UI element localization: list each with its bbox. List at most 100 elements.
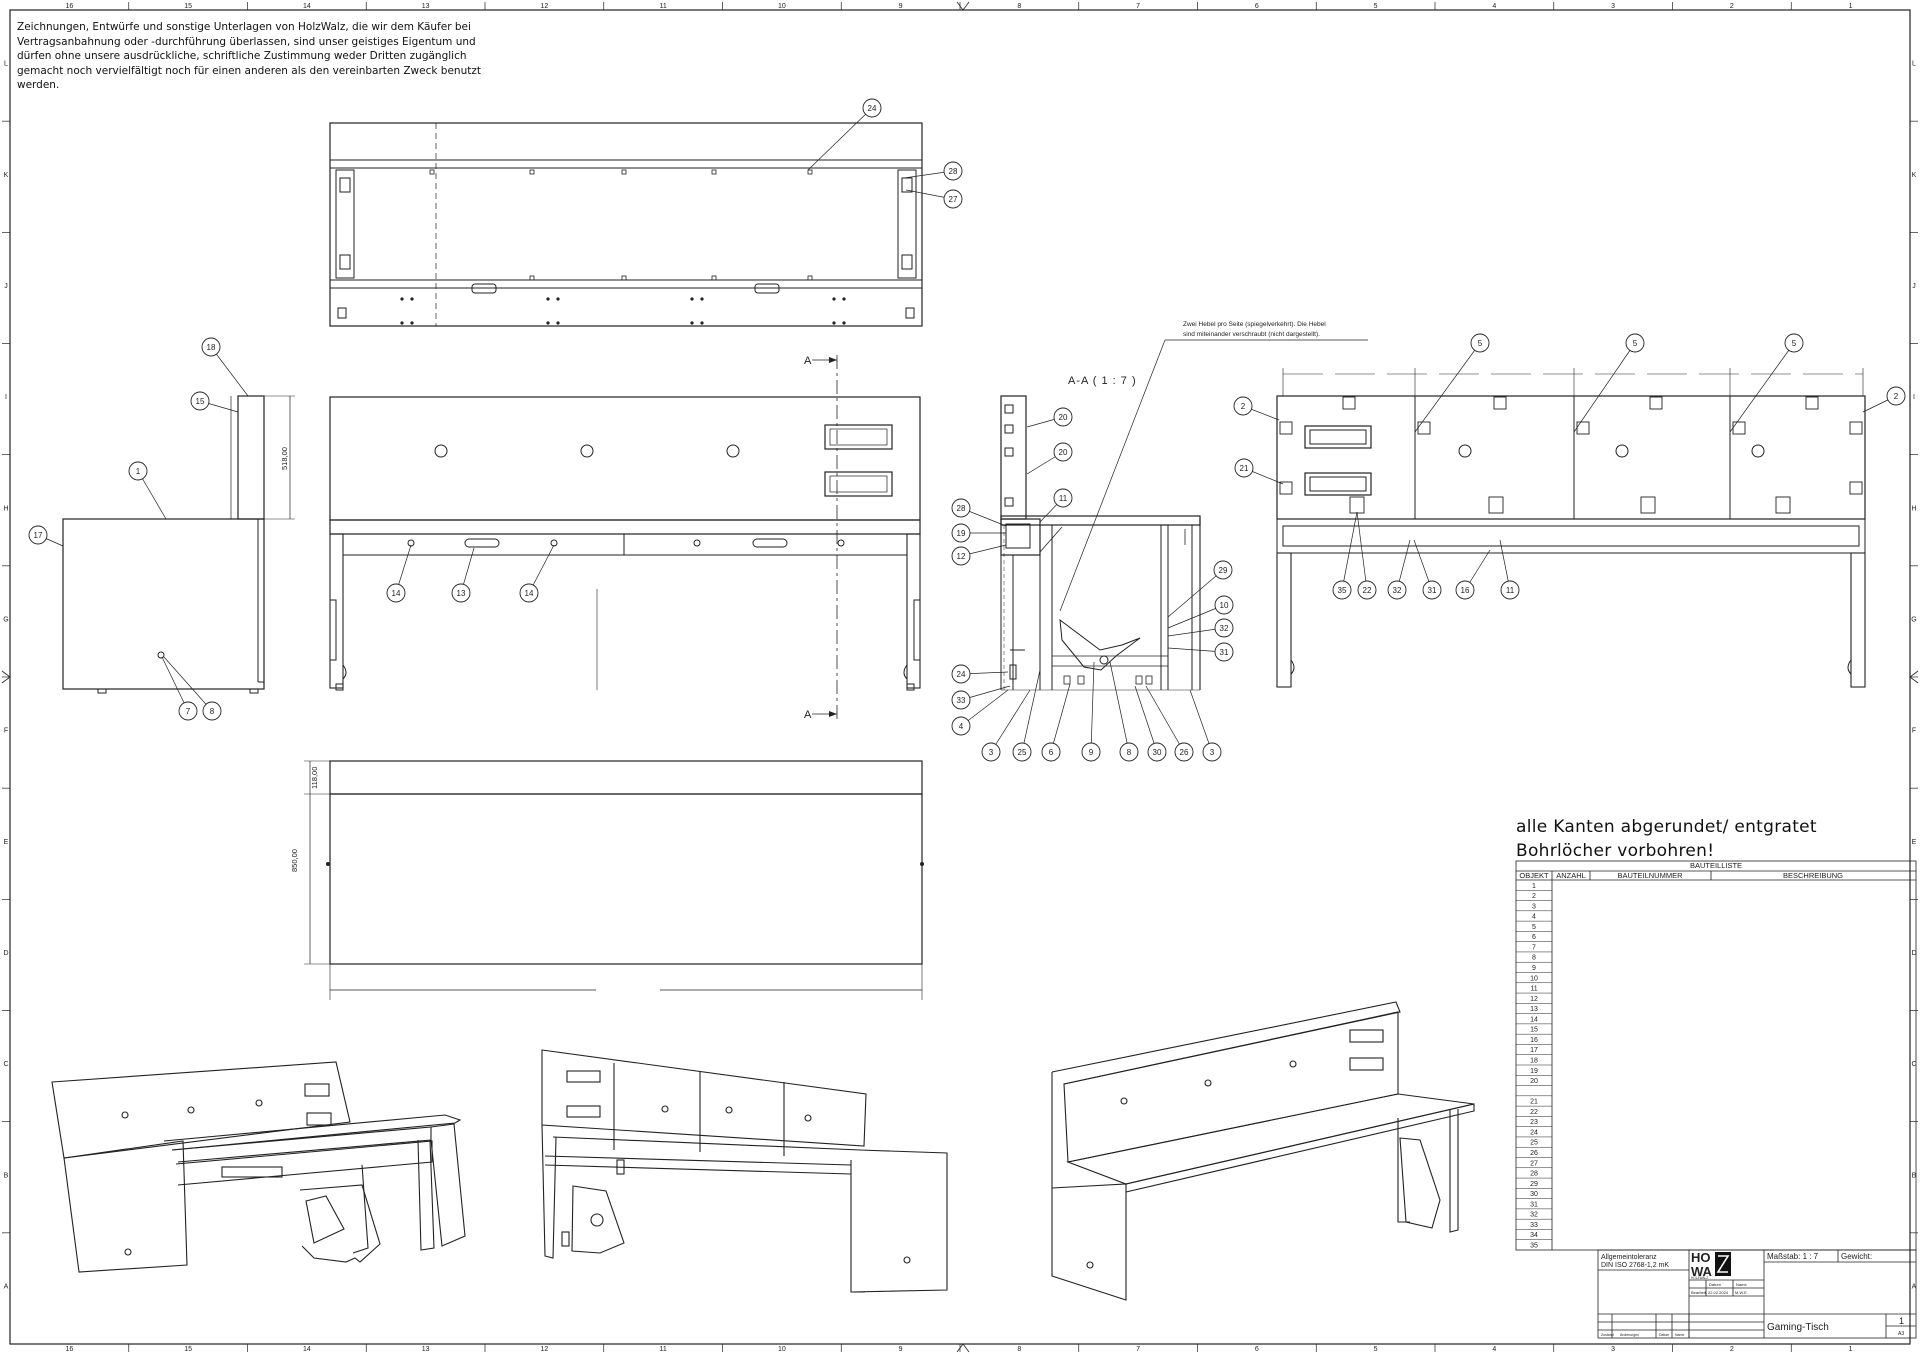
zone-column-number: 4 <box>1492 3 1496 10</box>
zone-column-number: 8 <box>1017 3 1021 10</box>
zone-row-letter: E <box>1912 839 1917 846</box>
zone-column-number: 14 <box>303 1346 311 1353</box>
zone-column-number: 4 <box>1492 1346 1496 1353</box>
sheet-format: A3 <box>1898 1331 1904 1337</box>
item-balloon: 11 <box>1039 488 1073 523</box>
item-balloon: 31 <box>1167 642 1234 662</box>
change-label-date: Datum <box>1659 1333 1669 1337</box>
item-balloon-number: 19 <box>957 529 966 538</box>
zone-row-letter: B <box>1912 1172 1917 1179</box>
section-title: A-A ( 1 : 7 ) <box>1068 375 1137 387</box>
parts-object-number: 20 <box>1530 1078 1538 1085</box>
parts-object-number: 31 <box>1530 1201 1538 1208</box>
dim-top-depth: 118,00 <box>310 767 319 789</box>
parts-object-number: 6 <box>1532 934 1536 941</box>
item-balloon: 9 <box>1081 661 1101 762</box>
disclaimer-line: Vertragsanbahnung oder -durchführung übe… <box>17 35 476 48</box>
zone-row-letter: H <box>1911 505 1916 512</box>
zone-column-number: 5 <box>1374 1346 1378 1353</box>
item-balloon: 28 <box>951 498 1007 527</box>
iso-view-middle <box>541 1049 948 1293</box>
zone-column-number: 11 <box>659 1346 666 1353</box>
zone-row-letter: B <box>4 1172 9 1179</box>
zone-column-number: 15 <box>184 1346 192 1353</box>
item-balloon: 27 <box>905 189 963 209</box>
zone-row-letter: J <box>1912 283 1916 290</box>
item-balloon-number: 14 <box>525 589 534 598</box>
item-balloon: 6 <box>1041 683 1071 762</box>
item-balloon: 20 <box>1026 407 1073 428</box>
change-label-name: Name <box>1675 1333 1684 1337</box>
item-balloon-number: 31 <box>1220 648 1229 657</box>
parts-object-number: 26 <box>1530 1150 1538 1157</box>
zone-column-number: 9 <box>899 1346 903 1353</box>
top-view <box>329 122 923 327</box>
item-balloon-number: 35 <box>1338 586 1347 595</box>
item-balloon-number: 16 <box>1461 586 1470 595</box>
item-balloon-number: 27 <box>949 195 958 204</box>
item-balloon: 35 <box>1332 511 1358 600</box>
item-balloon: 26 <box>1145 685 1194 762</box>
item-balloon-number: 33 <box>957 696 966 705</box>
logo-ho: HO <box>1691 1250 1711 1265</box>
parts-object-number: 35 <box>1530 1243 1538 1250</box>
zone-column-number: 9 <box>899 3 903 10</box>
parts-object-number: 25 <box>1530 1140 1538 1147</box>
zone-row-letter: F <box>1912 728 1916 735</box>
item-balloon: 18 <box>201 337 249 397</box>
item-balloon: 17 <box>28 525 64 547</box>
lever-note-line-2: sind miteinander verschraubt (nicht darg… <box>1183 331 1320 338</box>
item-balloon-number: 24 <box>957 670 966 679</box>
zone-row-letter: D <box>1911 950 1916 957</box>
item-balloon-number: 28 <box>957 504 966 513</box>
drawn-name: M.W.E. <box>1735 1290 1748 1295</box>
parts-object-number: 11 <box>1530 986 1537 993</box>
parts-object-number: 32 <box>1530 1212 1538 1219</box>
sheet-number: 1 <box>1899 1316 1904 1326</box>
zone-row-letter: E <box>4 839 9 846</box>
zone-column-number: 16 <box>65 1346 73 1353</box>
drawn-label: Bearbeit. <box>1691 1290 1707 1295</box>
item-balloon-number: 5 <box>1478 339 1483 348</box>
item-balloon-number: 30 <box>1153 748 1162 757</box>
item-balloon-number: 21 <box>1240 464 1249 473</box>
back-view <box>1276 368 1866 688</box>
zone-column-number: 1 <box>1849 3 1853 10</box>
item-balloon-number: 18 <box>207 343 216 352</box>
item-balloon-number: 22 <box>1363 586 1372 595</box>
section-marker-top: A <box>804 355 812 367</box>
copyright-disclaimer: Zeichnungen, Entwürfe und sonstige Unter… <box>17 20 487 93</box>
item-balloon: 14 <box>386 544 412 603</box>
zone-row-letter: K <box>1912 172 1917 179</box>
item-balloon: 10 <box>1167 595 1234 629</box>
zone-row-letter: G <box>3 616 8 623</box>
parts-object-number: 16 <box>1530 1037 1538 1044</box>
item-balloon-number: 26 <box>1180 748 1189 757</box>
zone-column-number: 10 <box>778 3 786 10</box>
item-balloon-number: 32 <box>1220 624 1229 633</box>
item-balloon-number: 14 <box>392 589 401 598</box>
plan-view <box>304 760 924 1000</box>
zone-row-letter: I <box>5 394 7 401</box>
parts-object-number: 13 <box>1530 1006 1538 1013</box>
parts-object-number: 29 <box>1530 1181 1538 1188</box>
zone-row-letter: J <box>4 283 8 290</box>
zone-row-letter: F <box>4 728 8 735</box>
zone-column-number: 13 <box>422 1346 430 1353</box>
item-balloon-number: 2 <box>1241 402 1246 411</box>
parts-object-number: 30 <box>1530 1191 1538 1198</box>
side-view <box>62 395 295 694</box>
item-balloon: 25 <box>1012 669 1041 762</box>
item-balloon-number: 25 <box>1018 748 1027 757</box>
item-balloon: 14 <box>519 544 555 603</box>
parts-object-number: 34 <box>1530 1232 1538 1239</box>
zone-column-number: 1 <box>1849 1346 1853 1353</box>
item-balloon: 7 <box>161 656 198 721</box>
zone-column-number: 3 <box>1611 1346 1615 1353</box>
disclaimer-line: werden. <box>17 79 60 92</box>
item-balloon: 8 <box>1109 661 1139 762</box>
zone-column-number: 7 <box>1136 1346 1140 1353</box>
parts-list-title: BAUTEILLISTE <box>1690 861 1742 870</box>
tolerance-value: DIN ISO 2768-1,2 mK <box>1601 1262 1669 1269</box>
note-drilling: Bohrlöcher vorbohren! <box>1516 841 1715 861</box>
